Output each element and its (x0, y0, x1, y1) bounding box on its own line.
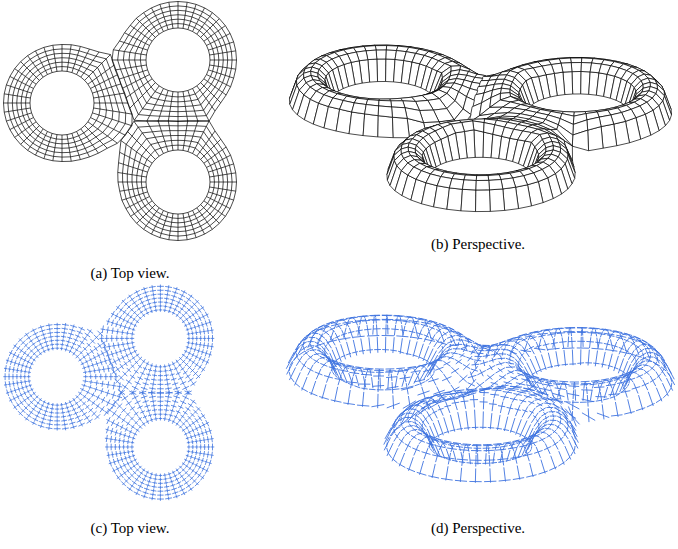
mesh-face (349, 112, 365, 136)
subfigure-caption: (d) Perspective. (348, 519, 608, 537)
cross-field-lines (3, 285, 214, 501)
mesh-face (571, 63, 581, 72)
subfigure-caption: (b) Perspective. (348, 235, 608, 253)
mesh-face (375, 46, 386, 51)
mesh-face (365, 105, 379, 116)
mesh-face (461, 189, 476, 211)
mesh-face (572, 71, 581, 94)
mesh-face (570, 58, 581, 63)
mesh-face (476, 180, 490, 190)
mesh-face (392, 107, 408, 118)
mesh-face (572, 130, 588, 151)
mesh-face (376, 50, 386, 59)
mesh-face (489, 180, 503, 190)
mesh-face (391, 101, 405, 108)
mesh-face (462, 180, 476, 190)
cross-field-lines (286, 315, 674, 483)
mesh-face (473, 121, 484, 132)
mesh-face (476, 176, 488, 181)
mesh-face (363, 114, 378, 137)
mesh-face (474, 130, 484, 158)
mesh-face (378, 106, 392, 117)
mesh-face (588, 127, 603, 151)
mesh-face (449, 179, 463, 190)
perspective-mesh (289, 45, 671, 211)
mesh-face (503, 187, 519, 210)
mesh-face (587, 117, 601, 130)
mesh-lines (4, 2, 237, 241)
mesh-face (599, 115, 614, 127)
mesh-face (390, 98, 403, 101)
mesh-face (378, 116, 393, 138)
mesh-face (352, 103, 367, 114)
subfigure-caption: (a) Top view. (0, 264, 260, 282)
mesh-face (601, 124, 617, 148)
mesh-face (501, 178, 516, 189)
mesh-face (447, 188, 463, 211)
perspective-cross-field (286, 315, 674, 483)
top-view-cross-field (3, 285, 214, 501)
mesh-face (581, 58, 593, 63)
mesh-face (377, 59, 386, 82)
subfigure-caption: (c) Top view. (0, 519, 260, 537)
mesh-face (489, 189, 504, 212)
mesh-face (476, 190, 491, 212)
top-view-mesh (4, 2, 237, 241)
mesh-face (392, 117, 409, 138)
